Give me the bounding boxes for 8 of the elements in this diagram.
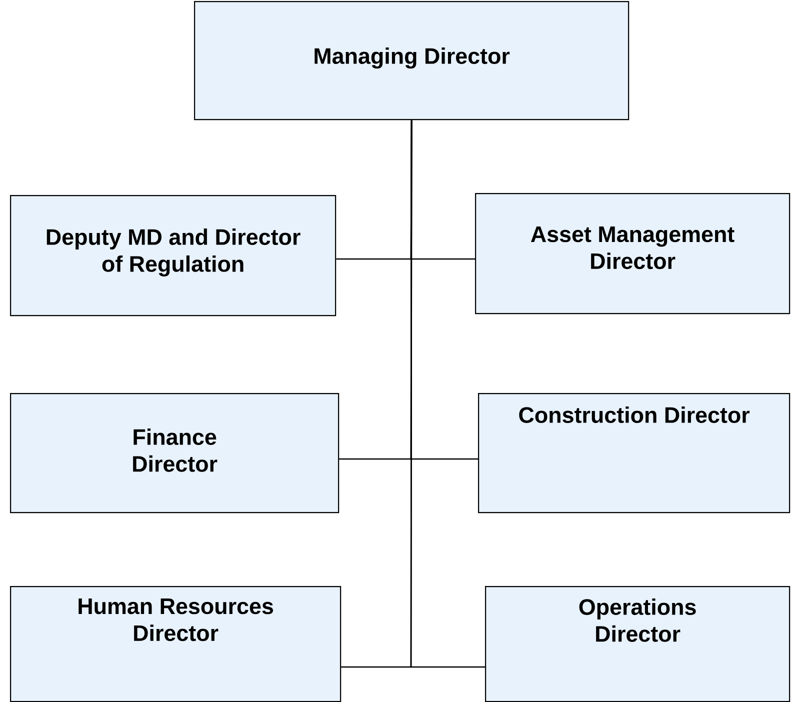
position-box: Asset Management Director (475, 193, 790, 314)
position-box: Managing Director (194, 1, 630, 120)
position-box: Operations Director (485, 586, 790, 702)
connector-line (410, 120, 485, 668)
position-box: Human Resources Director (10, 586, 342, 702)
position-box: Construction Director (478, 393, 790, 514)
position-box: Finance Director (10, 393, 340, 514)
position-box: Deputy MD and Director of Regulation (10, 195, 336, 316)
